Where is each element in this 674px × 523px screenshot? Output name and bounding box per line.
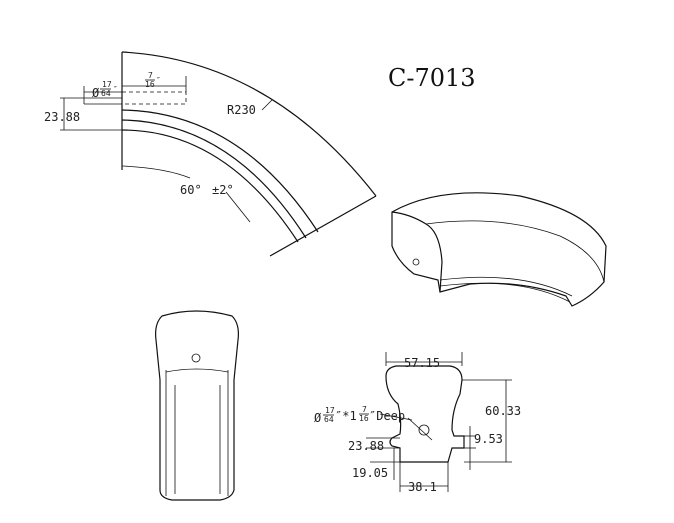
profile-outline bbox=[385, 365, 465, 463]
end-line bbox=[269, 195, 377, 257]
profile-view: 57.15 60.33 9.53 38.1 23.88 19.05 Ø 17 6… bbox=[314, 352, 521, 494]
hole-den: 64 bbox=[324, 415, 334, 424]
iso-top-edge bbox=[425, 220, 605, 283]
radius-leader bbox=[261, 99, 273, 111]
top-view: R230 60° ±2° 7 16 ″ Ø 17 64 ″ 23.88 bbox=[44, 51, 377, 257]
left-upper-label: 23.88 bbox=[348, 439, 384, 453]
inner-arc-1 bbox=[121, 109, 319, 233]
front-outline bbox=[155, 310, 239, 501]
height-label: 60.33 bbox=[485, 404, 521, 418]
depth-den: 16 bbox=[145, 80, 155, 89]
iso-groove-1 bbox=[439, 276, 573, 297]
front-view bbox=[155, 310, 239, 501]
angle-label: 60° bbox=[180, 183, 202, 197]
hole-dia-num: 17 bbox=[102, 80, 112, 89]
inner-arc-3 bbox=[121, 129, 299, 243]
left-lower-label: 19.05 bbox=[352, 466, 388, 480]
iso-hole bbox=[412, 258, 420, 266]
front-hole bbox=[191, 353, 201, 363]
left-dim-label: 23.88 bbox=[44, 110, 80, 124]
radius-label: R230 bbox=[227, 103, 256, 117]
hole-dia-unit: ″ bbox=[113, 85, 118, 94]
hole-dia-prefix: Ø bbox=[92, 86, 100, 100]
outer-arc bbox=[121, 51, 377, 197]
center-arc bbox=[121, 165, 191, 179]
step-label: 9.53 bbox=[474, 432, 503, 446]
depth-num: 7 bbox=[148, 71, 153, 80]
angle-leader bbox=[225, 191, 251, 223]
hole-depth-num: 7 bbox=[362, 405, 367, 414]
isometric-view bbox=[391, 192, 607, 307]
iso-groove-2 bbox=[439, 282, 571, 303]
hole-hidden-line bbox=[121, 91, 187, 105]
hole-num: 17 bbox=[325, 406, 335, 415]
hole-leader bbox=[379, 413, 413, 421]
width-label: 57.15 bbox=[404, 356, 440, 370]
hole-suffix: ″Deep bbox=[369, 409, 405, 423]
iso-outline bbox=[391, 192, 607, 307]
profile-hole-axis bbox=[407, 417, 433, 441]
tolerance-label: ±2° bbox=[212, 183, 234, 197]
hole-prefix: Ø bbox=[314, 411, 322, 425]
part-number-title: C-7013 bbox=[388, 64, 476, 92]
hole-dia-den: 64 bbox=[101, 89, 111, 98]
front-shoulder bbox=[165, 368, 229, 373]
hole-mid: ″*1 bbox=[335, 409, 357, 423]
inner-arc-2 bbox=[121, 119, 307, 239]
hole-depth-den: 16 bbox=[359, 414, 369, 423]
depth-unit: ″ bbox=[156, 76, 161, 85]
iso-end-profile bbox=[391, 211, 443, 293]
bottom-width-label: 38.1 bbox=[408, 480, 437, 494]
profile-hole bbox=[418, 424, 430, 436]
